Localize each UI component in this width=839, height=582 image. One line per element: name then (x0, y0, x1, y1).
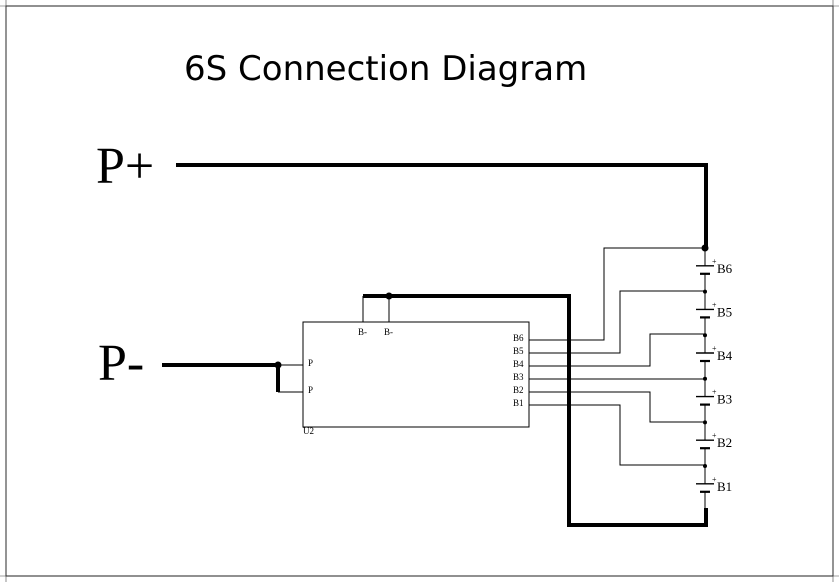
cell-junction (703, 333, 707, 338)
board-pin-p1: P (308, 358, 313, 368)
cell-label-b2: B2 (717, 435, 732, 450)
board-pin-b1: B1 (513, 398, 524, 408)
cell-junction (703, 420, 707, 425)
cell-label-b3: B3 (717, 392, 732, 407)
bminus-pin-leads (362, 296, 390, 322)
cell-plus-mark: + (712, 475, 717, 484)
balance-wires (529, 247, 705, 466)
board-pin-b2: B2 (513, 385, 524, 395)
cell-junction (703, 289, 707, 294)
cell-label-b5: B5 (717, 304, 732, 319)
board-pin-b6: B6 (513, 333, 524, 343)
cell-plus-mark: + (712, 388, 717, 397)
board-pin-b4: B4 (513, 359, 524, 369)
board-pin-bminus-2: B- (384, 327, 393, 337)
battery-pack: +B6+B5+B4+B3+B2+B1 (696, 246, 733, 510)
p-plus-wire (176, 163, 708, 248)
bms-board (302, 321, 530, 428)
cell-label-b6: B6 (717, 261, 733, 276)
b-minus-wire (363, 294, 708, 527)
p-plus-label: P+ (96, 138, 154, 195)
p-pin-links (278, 364, 304, 393)
board-pin-b3: B3 (513, 372, 524, 382)
cell-junction (703, 464, 707, 468)
board-pin-p2: P (308, 385, 313, 395)
board-pin-bminus-1: B- (358, 327, 367, 337)
board-pin-b5: B5 (513, 346, 524, 356)
cell-plus-mark: + (712, 344, 717, 353)
cell-label-b1: B1 (717, 479, 732, 494)
cell-plus-mark: + (712, 431, 717, 440)
cell-plus-mark: + (712, 257, 717, 266)
cell-junction (703, 246, 707, 250)
board-designator: U2 (303, 426, 314, 436)
b-minus-node (385, 292, 393, 300)
cell-label-b4: B4 (717, 348, 733, 363)
cell-junction (703, 376, 707, 381)
p-minus-wire (162, 363, 280, 392)
cell-plus-mark: + (712, 300, 717, 309)
diagram-title: 6S Connection Diagram (184, 49, 587, 89)
p-minus-label: P- (98, 335, 144, 392)
